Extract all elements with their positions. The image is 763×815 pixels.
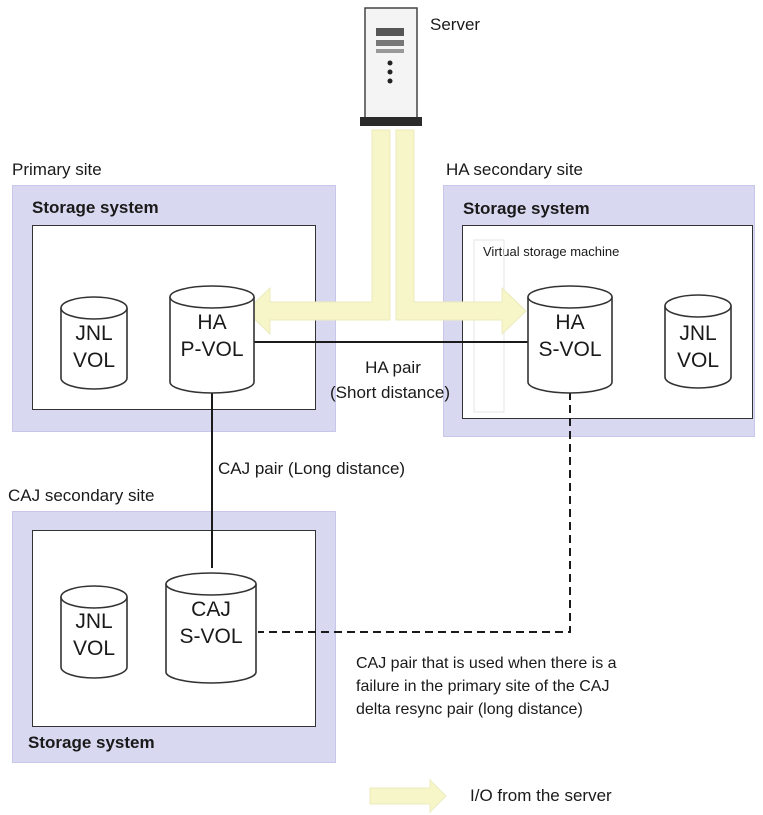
io-arrow-to-ha-secondary <box>395 129 527 336</box>
io-legend-arrow <box>369 778 447 814</box>
server-label: Server <box>430 15 481 34</box>
caj-svol-label-line1: CAJ <box>191 598 231 621</box>
caj-jnl-label-line1: JNL <box>75 610 112 633</box>
server-tower-icon <box>360 7 422 126</box>
caj-jnl-label-line2: VOL <box>73 637 115 660</box>
io-legend-label: I/O from the server <box>470 786 612 805</box>
primary-jnl-vol-cylinder <box>60 296 128 390</box>
ha-secondary-site-label: HA secondary site <box>446 160 584 179</box>
ha-svol-cylinder <box>527 285 613 394</box>
delta-resync-note-line1: CAJ pair that is used when there is a <box>356 655 617 672</box>
delta-resync-note-line2: failure in the primary site of the CAJ <box>356 678 610 695</box>
caj-svol-cylinder <box>165 572 257 684</box>
delta-resync-line <box>258 392 571 633</box>
primary-jnl-label-line1: JNL <box>75 322 112 345</box>
virtual-storage-machine-label: Virtual storage machine <box>483 244 620 259</box>
ha-secondary-storage-title: Storage system <box>463 199 590 218</box>
caj-pair-label: CAJ pair (Long distance) <box>218 459 406 478</box>
io-arrow-to-primary <box>245 129 391 336</box>
primary-ha-pvol-label-line2: P-VOL <box>180 338 243 361</box>
ha-svol-label-line1: HA <box>555 311 584 334</box>
ha-jnl-vol-cylinder <box>664 294 732 389</box>
delta-resync-note: CAJ pair that is used when there is a fa… <box>356 652 756 721</box>
primary-storage-title: Storage system <box>32 198 159 217</box>
ha-jnl-label-line1: JNL <box>679 322 716 345</box>
delta-resync-note-line3: delta resync pair (long distance) <box>356 701 583 718</box>
ha-pair-label-line1: HA pair <box>365 358 421 377</box>
ha-pair-label-line2: (Short distance) <box>330 383 450 402</box>
caj-secondary-site-label: CAJ secondary site <box>8 486 155 505</box>
io-arrows <box>245 129 527 336</box>
primary-jnl-label-line2: VOL <box>73 349 115 372</box>
ha-svol-label-line2: S-VOL <box>538 338 601 361</box>
primary-ha-pvol-label-line1: HA <box>197 311 226 334</box>
ha-jnl-label-line2: VOL <box>677 349 719 372</box>
caj-jnl-vol-cylinder <box>60 585 128 679</box>
primary-site-label: Primary site <box>12 160 102 179</box>
caj-secondary-storage-title: Storage system <box>28 733 155 752</box>
primary-ha-pvol-cylinder <box>169 285 255 394</box>
virtual-storage-machine-outline <box>473 239 505 413</box>
caj-svol-label-line2: S-VOL <box>179 625 242 648</box>
